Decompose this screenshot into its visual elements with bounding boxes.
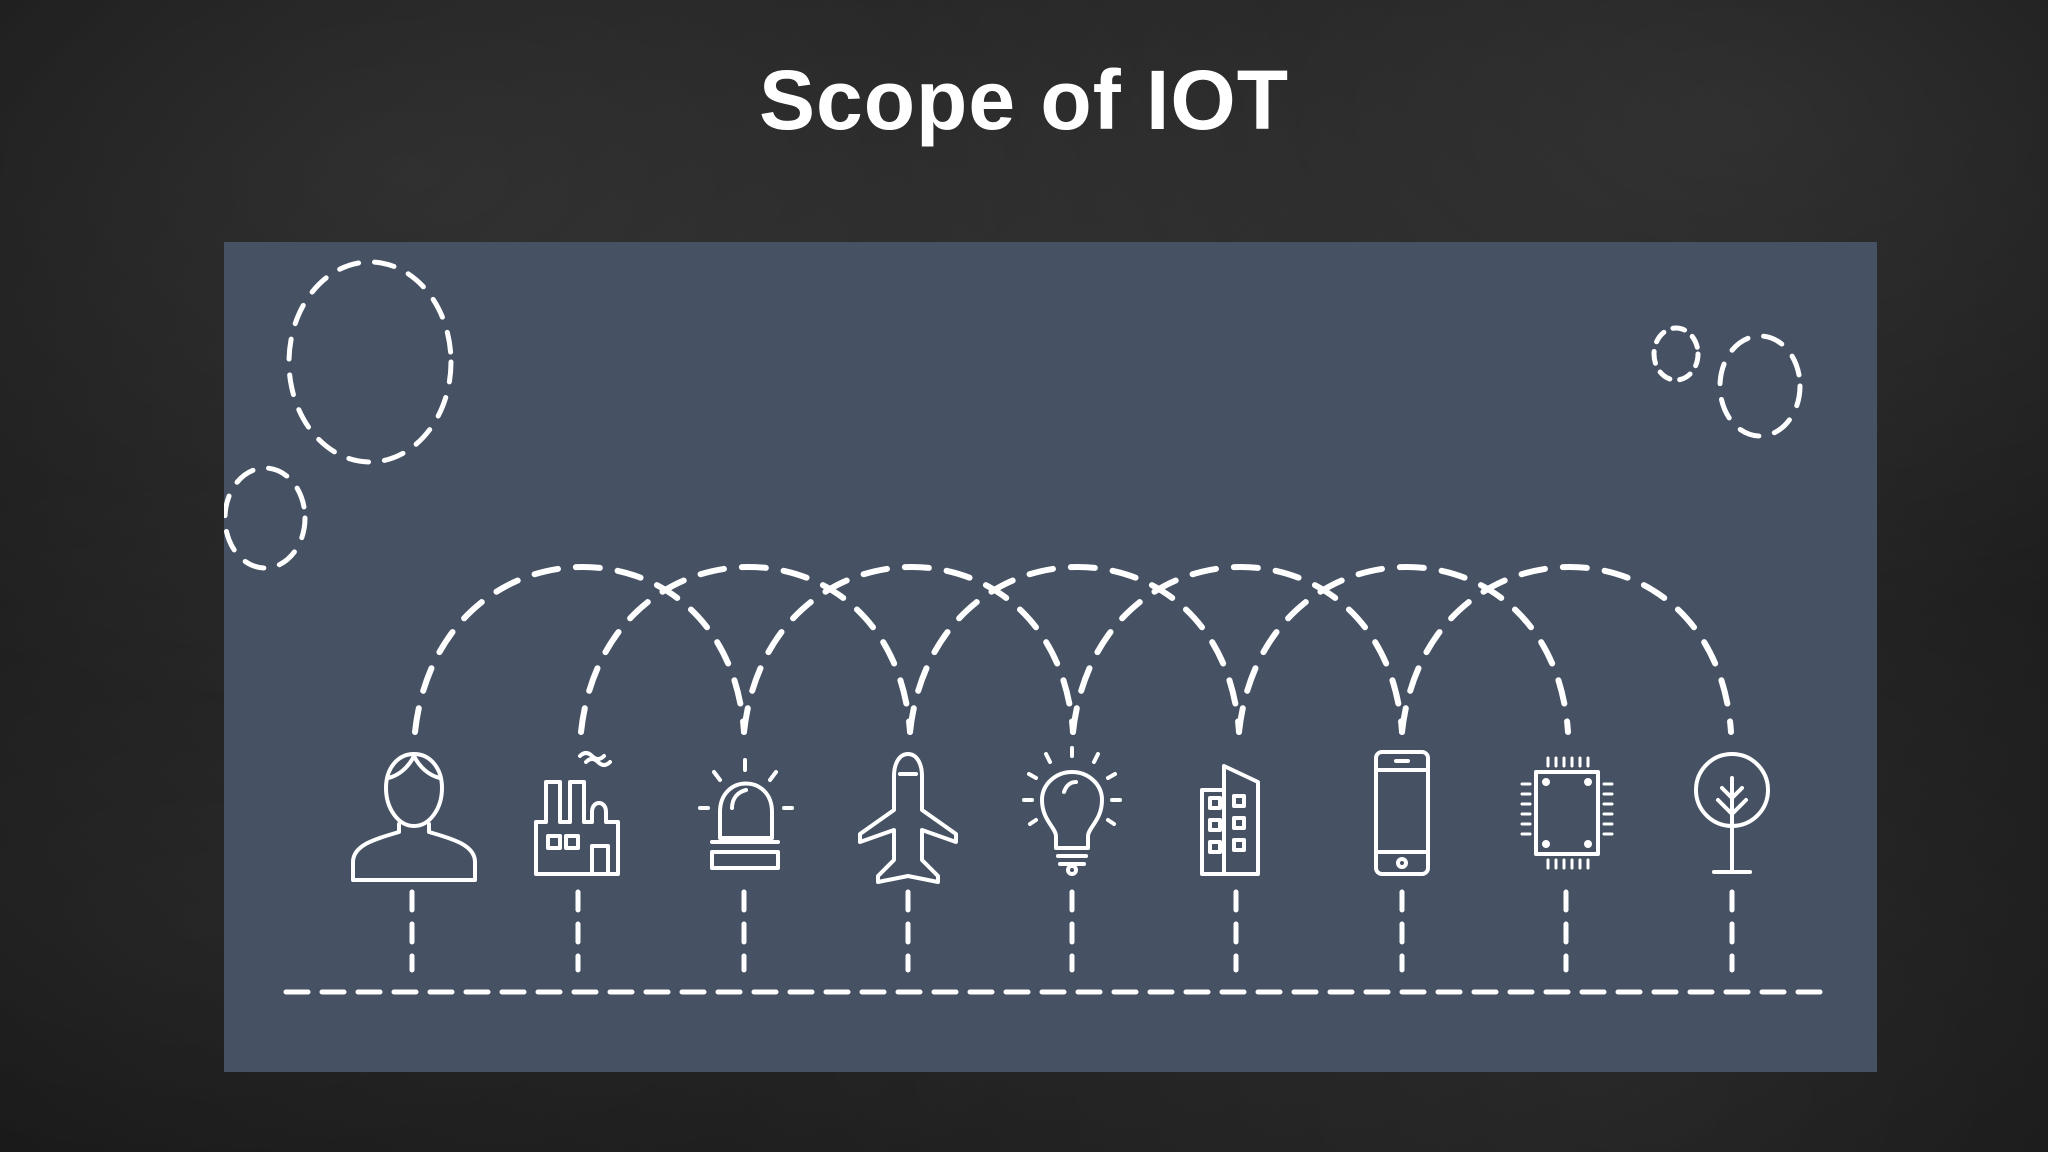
person-icon bbox=[351, 752, 477, 882]
stems bbox=[409, 889, 1735, 973]
arc-person-alarm bbox=[412, 564, 747, 735]
arc-airplane-building bbox=[907, 564, 1242, 735]
factory-icon bbox=[534, 751, 620, 876]
dashed-circle-large bbox=[286, 259, 454, 465]
dashed-circle-tiny-right bbox=[1651, 325, 1701, 383]
alarm-light-icon bbox=[698, 758, 794, 870]
airplane-icon bbox=[858, 752, 958, 884]
lightbulb-icon bbox=[1022, 746, 1122, 876]
arc-factory-airplane bbox=[578, 564, 913, 735]
dashed-circle-small-right bbox=[1717, 333, 1803, 439]
arc-smartphone-tree bbox=[1399, 564, 1734, 735]
decorative-circles bbox=[224, 259, 1803, 571]
arc-alarm-lightbulb bbox=[741, 564, 1076, 735]
connection-arcs bbox=[412, 564, 1734, 735]
building-icon bbox=[1200, 764, 1260, 876]
microchip-icon bbox=[1520, 756, 1614, 870]
tree-icon bbox=[1694, 752, 1770, 874]
slide-title: Scope of IOT bbox=[758, 53, 1290, 147]
arc-building-chip bbox=[1236, 564, 1571, 735]
iot-diagram-panel bbox=[224, 242, 1877, 1072]
arc-lightbulb-smartphone bbox=[1070, 564, 1405, 735]
dashed-circle-small-left bbox=[224, 465, 308, 571]
smartphone-icon bbox=[1374, 750, 1430, 876]
